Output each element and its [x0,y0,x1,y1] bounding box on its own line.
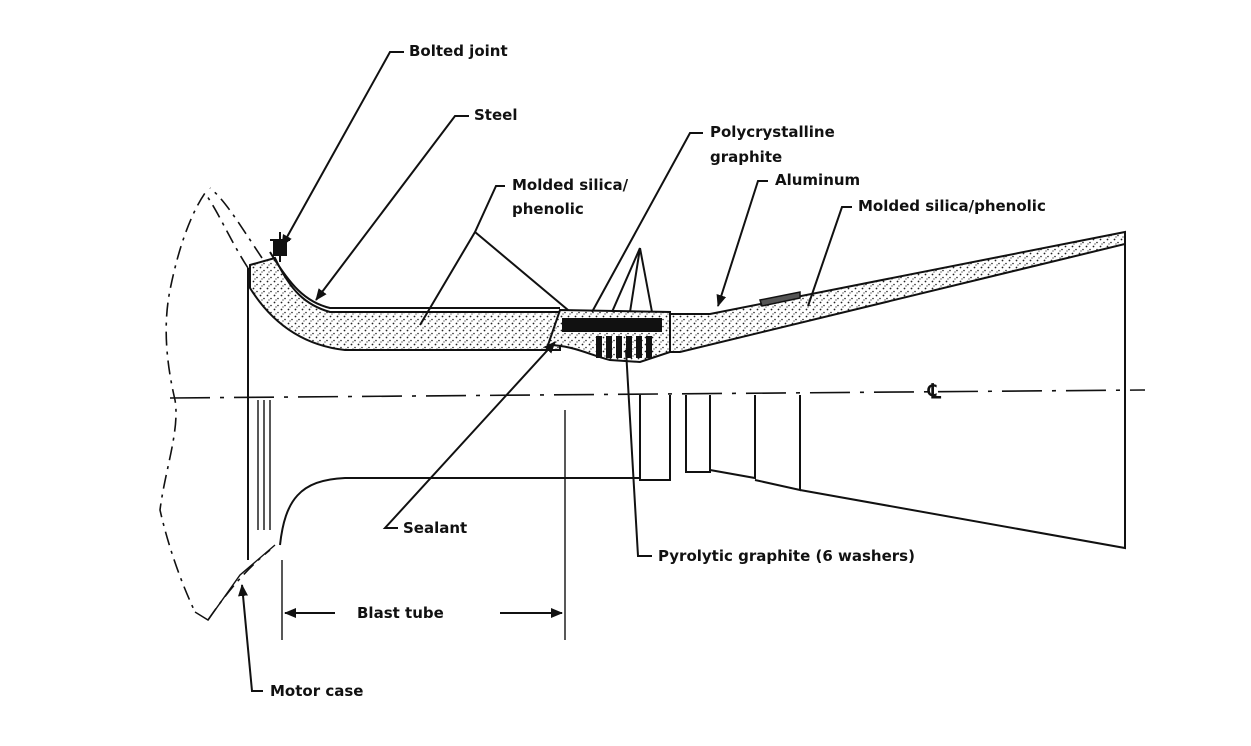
centerline-symbol: ℄ [927,379,942,403]
label-polycrystalline-2: graphite [710,148,782,166]
leaders [238,51,852,692]
label-steel: Steel [474,106,517,124]
upper-liner [249,230,1126,364]
label-molded-silica-1: Molded silica/ [512,176,629,194]
label-molded-silica-right: Molded silica/phenolic [858,197,1046,215]
label-polycrystalline-1: Polycrystalline [710,123,835,141]
label-motor-case: Motor case [270,682,363,700]
label-blast-tube: Blast tube [357,604,444,622]
label-bolted-joint: Bolted joint [409,42,508,60]
labels: Bolted joint Steel Polycrystalline graph… [270,42,1046,700]
label-pyrolytic: Pyrolytic graphite (6 washers) [658,547,915,565]
label-molded-silica-2: phenolic [512,200,584,218]
centerline [169,389,1146,399]
washers [596,336,652,358]
label-sealant: Sealant [403,519,467,537]
label-aluminum: Aluminum [775,171,860,189]
lower-outline [247,232,1126,560]
motor-case-outline [159,187,276,621]
